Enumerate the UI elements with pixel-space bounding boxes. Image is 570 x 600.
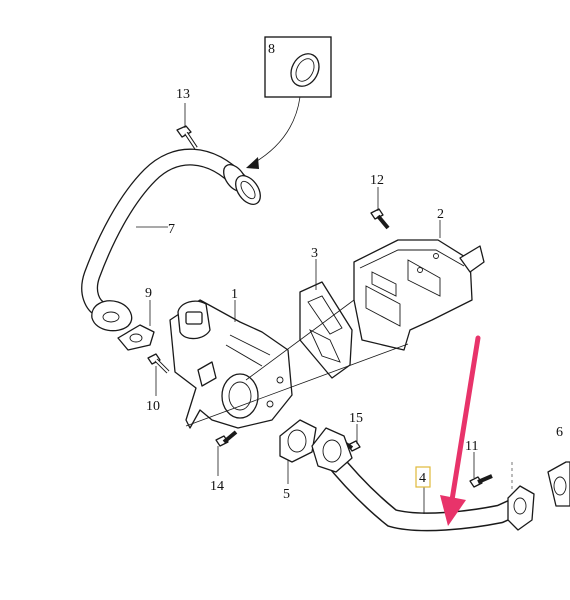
callout-7: 7 [168,222,175,237]
callout-11: 11 [465,439,478,454]
callout-2: 2 [437,207,444,222]
callout-6: 6 [556,425,563,440]
bolt-12 [370,208,390,230]
bolt-10 [147,353,170,374]
gasket-3 [299,281,353,379]
egr-valve [169,299,293,429]
gasket-5 [279,419,317,463]
callout-4: 4 [419,471,426,486]
egr-pipe-upper [81,148,261,332]
callout-5: 5 [283,487,290,502]
callout-4-highlight [415,466,431,488]
egr-cooler [353,239,485,351]
egr-pipe-lower [311,427,535,532]
bolt-11 [469,462,513,490]
callout-10: 10 [146,399,160,414]
inset-seal-box [246,36,332,169]
callout-1: 1 [231,287,238,302]
callout-3: 3 [311,246,318,261]
callout-15: 15 [349,411,363,426]
annotation-arrow [440,335,481,526]
bolt-13 [176,125,198,150]
callout-14: 14 [210,479,224,494]
callout-13: 13 [176,87,190,102]
alignment-lines [185,299,409,427]
leader-lines [136,103,475,514]
callout-9: 9 [145,286,152,301]
callout-12: 12 [370,173,384,188]
bolt-14 [215,430,238,447]
callout-8: 8 [268,42,275,57]
gasket-9 [117,324,155,351]
callout-labels: 1 2 3 4 5 6 7 8 9 10 11 12 13 14 15 [145,42,563,502]
part-6-fragment [547,461,570,507]
